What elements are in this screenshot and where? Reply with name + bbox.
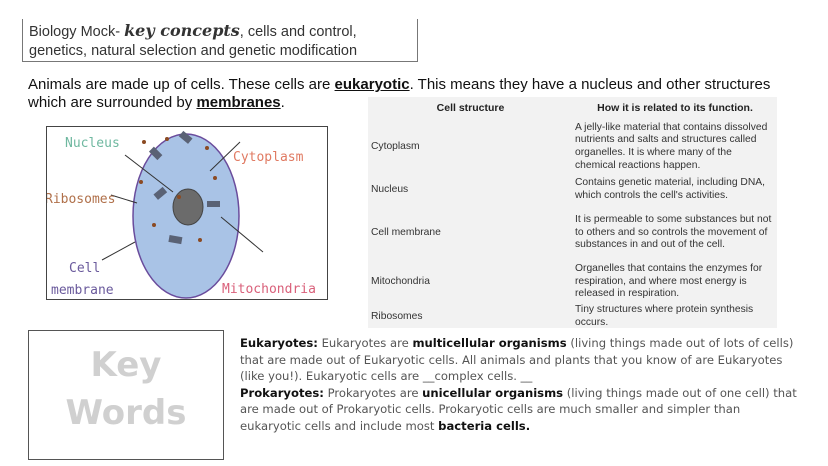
structure-cell: Mitochondria (371, 275, 430, 287)
label-mitochondria: Mitochondria (222, 282, 316, 297)
prokaryotes-definition: Prokaryotes: Prokaryotes are unicellular… (240, 385, 800, 435)
eukaryotes-label: Eukaryotes: (240, 336, 318, 350)
def-text: (living things made out of one cell) tha… (240, 385, 797, 433)
header-function: How it is related to its function. (597, 102, 753, 114)
term-membranes: membranes (196, 94, 281, 111)
def-text: Eukaryotes are (317, 336, 413, 350)
label-membrane: membrane (51, 283, 114, 298)
title-key-concepts: key concepts (124, 21, 240, 40)
term-eukaryotic: eukaryotic (334, 76, 410, 93)
table-row: Ribosomes Tiny structures where protein s… (368, 303, 777, 331)
key-words-line2: Words (65, 393, 187, 433)
nucleus-shape (172, 188, 204, 226)
intro-text-2: . This means they have a nucleus and oth… (28, 76, 771, 111)
cell-structure-table: Cell structure How it is related to its f… (368, 97, 777, 328)
function-cell: It is permeable to some substances but n… (575, 213, 772, 251)
function-cell: A jelly-like material that contains diss… (575, 121, 768, 171)
table-row: Mitochondria Organelles that contains the… (368, 261, 777, 303)
label-ribosomes: Ribosomes (47, 192, 115, 207)
structure-cell: Cytoplasm (371, 140, 420, 152)
title-line-2: genetics, natural selection and genetic … (29, 43, 358, 59)
def-text: Prokaryotes are (323, 385, 423, 400)
term-bacteria: bacteria cells. (438, 418, 531, 433)
prokaryotes-label: Prokaryotes: (240, 385, 324, 400)
term-multicellular: multicellular organisms (412, 336, 567, 350)
header-structure: Cell structure (436, 102, 505, 114)
definitions: Eukaryotes: Eukaryotes are multicellular… (240, 335, 800, 434)
intro-text-3: . (280, 94, 285, 111)
table-row: Cell membrane It is permeable to some sub… (368, 205, 777, 261)
structure-cell: Cell membrane (371, 226, 441, 238)
structure-cell: Ribosomes (371, 310, 423, 322)
animal-cell-diagram: Nucleus Cytoplasm Ribosomes Cell membran… (46, 126, 328, 300)
function-cell: Organelles that contains the enzymes for… (575, 262, 763, 300)
eukaryotes-definition: Eukaryotes: Eukaryotes are multicellular… (240, 335, 800, 385)
intro-text: Animals are made up of cells. These cell… (28, 76, 335, 93)
mitochondria-shapes (148, 130, 220, 245)
title-text: Biology Mock- (29, 24, 125, 40)
table-row: Nucleus Contains genetic material, includ… (368, 175, 777, 205)
label-cytoplasm: Cytoplasm (233, 150, 304, 165)
label-cell: Cell (69, 261, 100, 276)
table-header: Cell structure How it is related to its f… (368, 97, 777, 119)
intro-paragraph: Animals are made up of cells. These cell… (28, 76, 808, 112)
def-text: (living things made out of lots of cells… (240, 336, 794, 383)
key-words-line1: Key (90, 345, 162, 385)
term-unicellular: unicellular organisms (422, 385, 564, 400)
page-title: Biology Mock- key concepts, cells and co… (22, 19, 418, 62)
ribosome-dots (139, 137, 217, 242)
function-cell: Tiny structures where protein synthesis … (575, 304, 754, 328)
function-cell: Contains genetic material, including DNA… (575, 177, 766, 201)
title-text-2: , cells and control, (239, 24, 357, 40)
table-row: Cytoplasm A jelly-like material that cont… (368, 119, 777, 175)
label-nucleus: Nucleus (65, 136, 120, 151)
structure-cell: Nucleus (371, 183, 409, 195)
